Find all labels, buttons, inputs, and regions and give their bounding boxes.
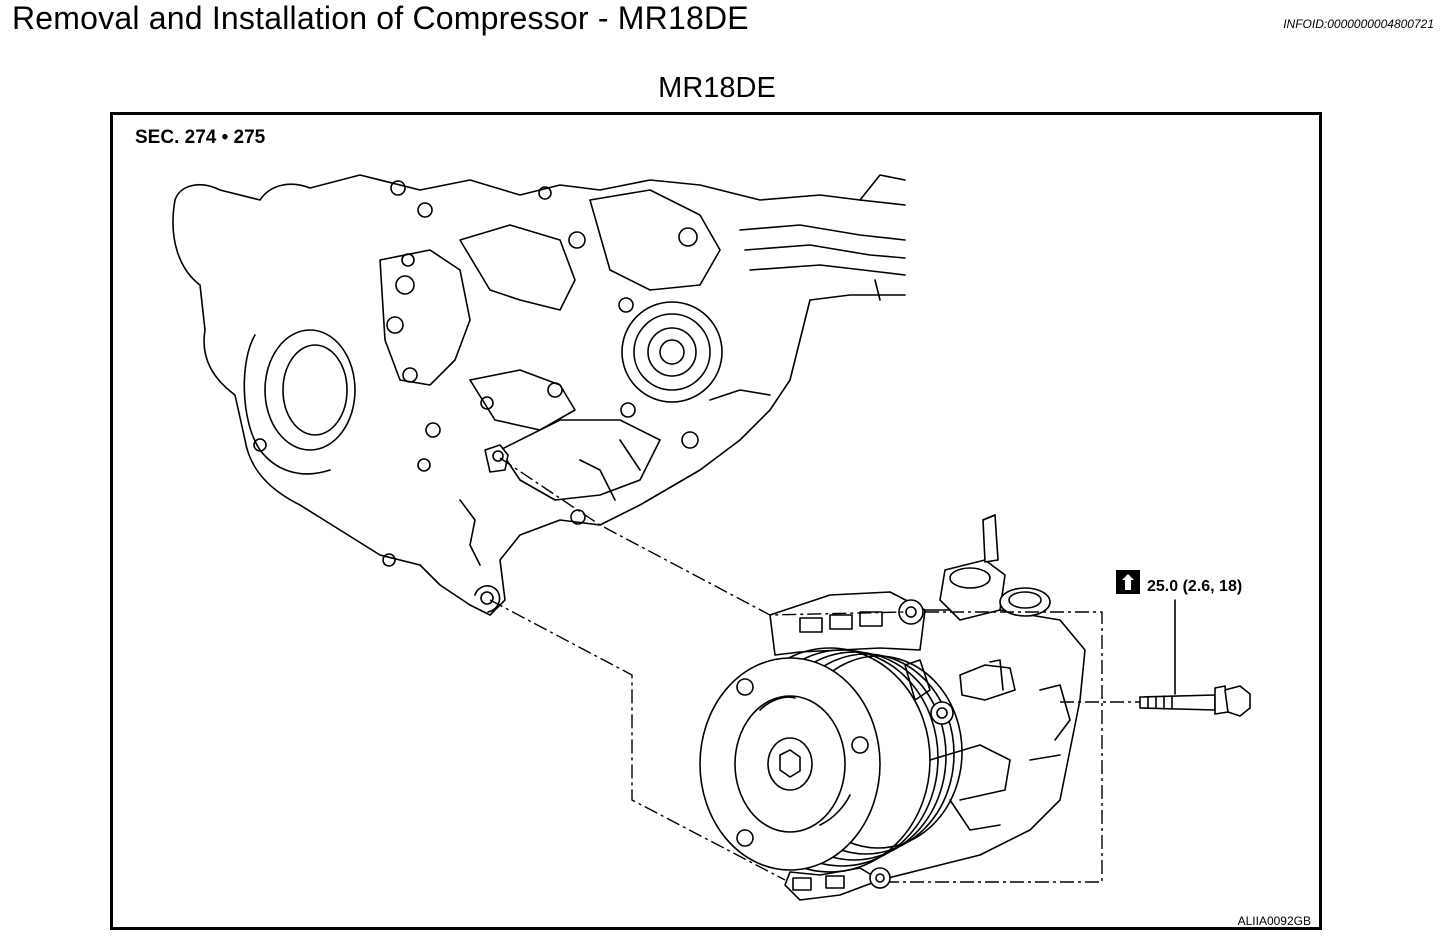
page-title: Removal and Installation of Compressor -… bbox=[12, 0, 749, 36]
torque-spec-label: 25.0 (2.6, 18) bbox=[1147, 578, 1243, 595]
figure-code: ALIIA0092GB bbox=[1237, 914, 1311, 928]
figure-heading: MR18DE bbox=[658, 72, 776, 104]
figure-frame bbox=[110, 112, 1322, 930]
alignment-lines bbox=[489, 457, 1140, 883]
compressor-drawing bbox=[699, 514, 1086, 901]
section-label: SEC. 274 • 275 bbox=[135, 127, 266, 148]
info-id: INFOID:0000000004800721 bbox=[1283, 17, 1434, 31]
bolt-drawing bbox=[1139, 685, 1251, 717]
torque-wrench-icon bbox=[1116, 570, 1140, 594]
engine-block-drawing bbox=[172, 174, 906, 616]
